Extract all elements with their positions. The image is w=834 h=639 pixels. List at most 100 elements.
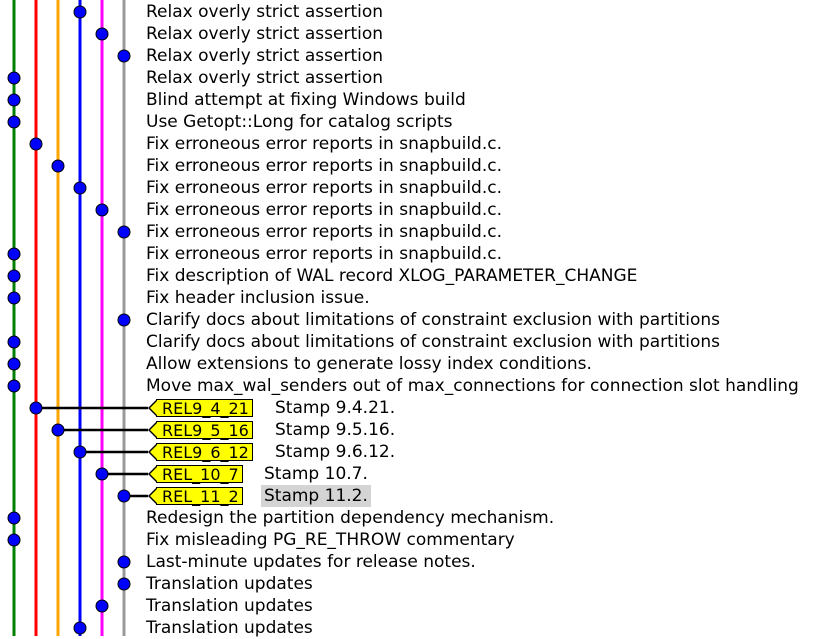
commit-message[interactable]: Fix erroneous error reports in snapbuild… [146,178,503,198]
commit-node[interactable] [7,269,21,283]
commit-message[interactable]: Blind attempt at fixing Windows build [146,90,466,110]
commit-message[interactable]: Stamp 11.2. [261,485,371,507]
commit-node[interactable] [51,423,65,437]
commit-node[interactable] [95,27,109,41]
commit-row[interactable]: Translation updates [0,617,834,639]
commit-row[interactable]: Move max_wal_senders out of max_connecti… [0,375,834,397]
commit-node[interactable] [51,159,65,173]
commit-message[interactable]: Redesign the partition dependency mechan… [146,508,555,528]
commit-message[interactable]: Fix erroneous error reports in snapbuild… [146,222,503,242]
commit-node[interactable] [117,577,131,591]
commit-node[interactable] [73,445,87,459]
commit-node[interactable] [117,313,131,327]
tag-text: REL9_6_12 [162,443,249,462]
commit-message[interactable]: Use Getopt::Long for catalog scripts [146,112,453,132]
commit-row[interactable]: Fix erroneous error reports in snapbuild… [0,243,834,265]
commit-message[interactable]: Clarify docs about limitations of constr… [146,332,720,352]
commit-message[interactable]: Stamp 9.6.12. [275,442,396,462]
commit-message[interactable]: Translation updates [146,574,313,594]
commit-node[interactable] [117,555,131,569]
commit-node[interactable] [7,93,21,107]
commit-message[interactable]: Fix misleading PG_RE_THROW commentary [146,530,515,550]
commit-row[interactable]: Relax overly strict assertion [0,45,834,67]
commit-row[interactable]: Translation updates [0,595,834,617]
commit-node[interactable] [117,225,131,239]
commit-message[interactable]: Relax overly strict assertion [146,2,384,22]
tag-arrow-fill [150,444,158,460]
commit-row[interactable]: REL9_4_21 Stamp 9.4.21. [0,397,834,419]
commit-node[interactable] [7,379,21,393]
commit-row[interactable]: Blind attempt at fixing Windows build [0,89,834,111]
commit-message[interactable]: Stamp 9.4.21. [275,398,396,418]
commit-message[interactable]: Clarify docs about limitations of constr… [146,310,720,330]
commit-node[interactable] [95,599,109,613]
commit-node[interactable] [73,181,87,195]
commit-row[interactable]: Fix description of WAL record XLOG_PARAM… [0,265,834,287]
commit-row[interactable]: Fix header inclusion issue. [0,287,834,309]
commit-node[interactable] [7,335,21,349]
commit-node[interactable] [7,115,21,129]
commit-row[interactable]: REL9_5_16 Stamp 9.5.16. [0,419,834,441]
commit-message[interactable]: Translation updates [146,618,313,638]
commit-message[interactable]: Allow extensions to generate lossy index… [146,354,592,374]
commit-row[interactable]: Last-minute updates for release notes. [0,551,834,573]
tag-text: REL9_5_16 [162,421,249,440]
commit-row[interactable]: REL9_6_12 Stamp 9.6.12. [0,441,834,463]
commit-node[interactable] [7,533,21,547]
commit-row[interactable]: Relax overly strict assertion [0,67,834,89]
commit-node[interactable] [95,203,109,217]
tag-label[interactable]: REL9_6_12 [148,443,253,462]
commit-row[interactable]: Redesign the partition dependency mechan… [0,507,834,529]
commit-message[interactable]: Last-minute updates for release notes. [146,552,476,572]
commit-row[interactable]: Relax overly strict assertion [0,23,834,45]
commit-message[interactable]: Fix erroneous error reports in snapbuild… [146,244,503,264]
commit-node[interactable] [7,357,21,371]
tag-label[interactable]: REL9_4_21 [148,399,253,418]
commit-message[interactable]: Fix erroneous error reports in snapbuild… [146,156,503,176]
commit-row[interactable]: Use Getopt::Long for catalog scripts [0,111,834,133]
commit-node[interactable] [117,49,131,63]
commit-row[interactable]: REL_11_2 Stamp 11.2. [0,485,834,507]
commit-row[interactable]: Fix misleading PG_RE_THROW commentary [0,529,834,551]
commit-row[interactable]: Translation updates [0,573,834,595]
commit-node[interactable] [29,401,43,415]
commit-node[interactable] [95,467,109,481]
commit-row[interactable]: Relax overly strict assertion [0,1,834,23]
commit-row[interactable]: Fix erroneous error reports in snapbuild… [0,221,834,243]
tag-label[interactable]: REL_10_7 [148,465,243,484]
commit-row[interactable]: Clarify docs about limitations of constr… [0,331,834,353]
commit-node[interactable] [7,511,21,525]
tag-text: REL_10_7 [162,465,239,484]
commit-row[interactable]: Clarify docs about limitations of constr… [0,309,834,331]
commit-message[interactable]: Stamp 9.5.16. [275,420,396,440]
tag-arrow-fill [150,400,158,416]
commit-node[interactable] [7,247,21,261]
commit-row[interactable]: Fix erroneous error reports in snapbuild… [0,133,834,155]
commit-node[interactable] [73,5,87,19]
commit-message[interactable]: Relax overly strict assertion [146,46,384,66]
commit-row[interactable]: REL_10_7 Stamp 10.7. [0,463,834,485]
commit-message[interactable]: Stamp 10.7. [264,464,368,484]
tag-label[interactable]: REL_11_2 [148,487,243,506]
commit-node[interactable] [29,137,43,151]
commit-message[interactable]: Fix description of WAL record XLOG_PARAM… [146,266,638,286]
commit-row[interactable]: Allow extensions to generate lossy index… [0,353,834,375]
commit-message[interactable]: Fix erroneous error reports in snapbuild… [146,200,503,220]
commit-message[interactable]: Translation updates [146,596,313,616]
tag-label[interactable]: REL9_5_16 [148,421,253,440]
commit-node[interactable] [7,291,21,305]
commit-node[interactable] [117,489,131,503]
commit-message[interactable]: Relax overly strict assertion [146,68,384,88]
commit-message[interactable]: Fix header inclusion issue. [146,288,370,308]
commit-message[interactable]: Move max_wal_senders out of max_connecti… [146,376,799,396]
commit-row[interactable]: Fix erroneous error reports in snapbuild… [0,155,834,177]
tag-text: REL9_4_21 [162,399,249,418]
commit-row[interactable]: Fix erroneous error reports in snapbuild… [0,199,834,221]
commit-message[interactable]: Fix erroneous error reports in snapbuild… [146,134,503,154]
commit-node[interactable] [7,71,21,85]
commit-node[interactable] [73,621,87,635]
tag-arrow-fill [150,488,158,504]
commit-row[interactable]: Fix erroneous error reports in snapbuild… [0,177,834,199]
commit-message[interactable]: Relax overly strict assertion [146,24,384,44]
